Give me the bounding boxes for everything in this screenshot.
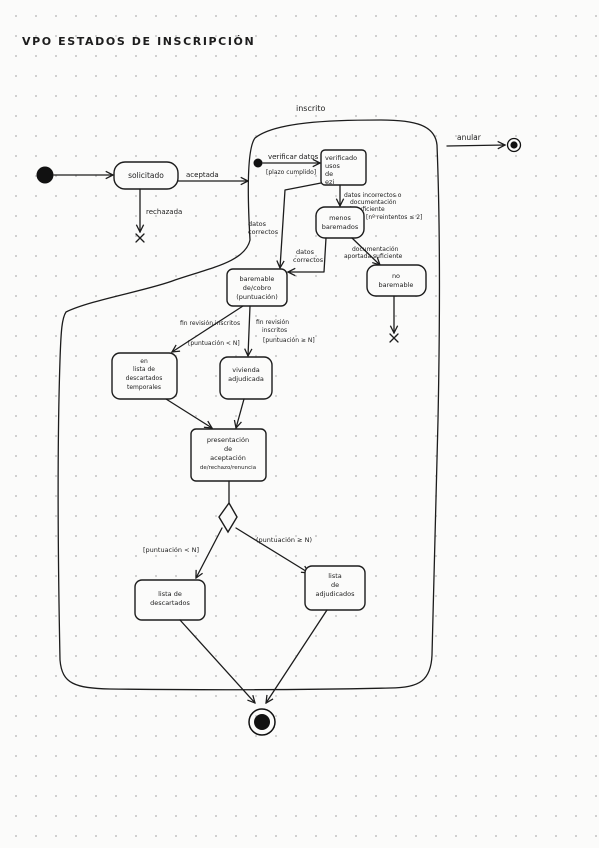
state-lista-descartados-temporales: en lista de descartados temporales xyxy=(111,352,178,400)
label-anular: anular xyxy=(457,133,482,142)
initial-state xyxy=(36,166,54,184)
state-lista-adjudicados: lista de adjudicados xyxy=(304,565,366,611)
state-lista-descartados: lista de descartados xyxy=(134,579,206,621)
transition-anular xyxy=(446,145,505,146)
final-state-anular xyxy=(506,137,522,153)
final-state xyxy=(248,708,276,736)
svg-text:de: de xyxy=(331,581,339,589)
transition-fin-revision-2 xyxy=(248,305,250,356)
label-plazo-cumplido: [plazo cumplido] xyxy=(266,169,316,176)
label-guard-lt-1: [puntuación < N] xyxy=(188,340,240,347)
svg-text:descartados: descartados xyxy=(150,599,190,607)
svg-text:descartados: descartados xyxy=(126,375,163,382)
svg-text:documentación: documentación xyxy=(352,246,399,253)
svg-text:datos: datos xyxy=(296,248,315,256)
transition-to-final-2 xyxy=(266,609,328,703)
state-no-baremable: no baremable xyxy=(366,264,427,297)
svg-text:correctos: correctos xyxy=(293,256,324,264)
svg-text:lista: lista xyxy=(328,572,342,580)
state-verificado: verificado usos de ezi xyxy=(320,149,367,186)
svg-text:aportada suficiente: aportada suficiente xyxy=(344,253,403,260)
state-menos-baremados: menos baremados xyxy=(315,206,365,239)
transition-fin-revision-1 xyxy=(172,305,244,352)
terminate-icon-2 xyxy=(389,333,399,343)
svg-text:insuficiente: insuficiente xyxy=(350,206,385,213)
label-num-reintentos: [nº reintentos ≤ 2] xyxy=(366,214,422,221)
svg-text:de: de xyxy=(224,445,232,453)
transition-datos-correctos-2 xyxy=(288,237,327,272)
svg-text:baremable: baremable xyxy=(240,275,275,283)
svg-text:usos: usos xyxy=(325,162,340,170)
svg-text:de/cobro: de/cobro xyxy=(243,284,272,292)
svg-text:presentación: presentación xyxy=(207,436,249,444)
state-solicitado: solicitado xyxy=(113,161,179,190)
svg-text:adjudicados: adjudicados xyxy=(315,590,355,598)
superstate-label: inscrito xyxy=(296,104,326,113)
svg-text:aceptación: aceptación xyxy=(210,454,246,462)
svg-text:datos incorrectos o: datos incorrectos o xyxy=(344,192,402,199)
svg-text:vivienda: vivienda xyxy=(232,366,260,374)
transition-to-presentacion-2 xyxy=(236,398,245,428)
svg-text:de/rechazo/renuncia: de/rechazo/renuncia xyxy=(200,465,256,471)
label-rechazada: rechazada xyxy=(146,208,182,216)
terminate-icon xyxy=(135,233,145,243)
transition-datos-correctos-1 xyxy=(280,182,322,268)
svg-text:inscritos: inscritos xyxy=(262,327,287,334)
transition-to-final-1 xyxy=(179,619,255,703)
state-solicitado-label: solicitado xyxy=(128,171,164,180)
svg-text:correctos: correctos xyxy=(248,228,279,236)
transition-doc-aportada xyxy=(351,237,380,265)
svg-text:no: no xyxy=(392,272,400,280)
svg-text:de: de xyxy=(325,170,333,178)
svg-text:lista de: lista de xyxy=(158,590,182,598)
state-vivienda-adjudicada: vivienda adjudicada xyxy=(219,356,273,400)
svg-text:lista de: lista de xyxy=(133,366,155,373)
label-verificar-datos: verificar datos xyxy=(268,153,319,161)
label-aceptada: aceptada xyxy=(186,171,219,179)
label-guard-lt-2: [puntuación < N] xyxy=(143,546,199,554)
svg-text:datos: datos xyxy=(248,220,267,228)
inner-initial-state xyxy=(253,158,263,168)
state-presentacion: presentación de aceptación de/rechazo/re… xyxy=(190,428,267,482)
svg-text:fin revisión: fin revisión xyxy=(256,319,289,326)
svg-text:temporales: temporales xyxy=(127,384,161,391)
svg-text:verificado: verificado xyxy=(325,154,357,162)
superstate-inscrito xyxy=(57,119,441,691)
svg-text:adjudicada: adjudicada xyxy=(228,375,264,383)
transition-guard-lt xyxy=(196,527,223,578)
svg-text:baremados: baremados xyxy=(322,223,359,231)
svg-text:(puntuación): (puntuación) xyxy=(236,293,278,301)
svg-text:fin revisión inscritos: fin revisión inscritos xyxy=(180,320,240,327)
diagram-title: VPO ESTADOS DE INSCRIPCIÓN xyxy=(22,35,255,48)
svg-text:ezi: ezi xyxy=(325,178,334,186)
svg-text:baremable: baremable xyxy=(379,281,414,289)
label-guard-ge-2: (puntuación ≥ N) xyxy=(256,536,312,544)
svg-text:documentación: documentación xyxy=(350,199,397,206)
svg-text:menos: menos xyxy=(329,214,351,222)
label-guard-ge-1: [puntuación ≥ N] xyxy=(263,337,315,344)
transition-guard-ge xyxy=(235,527,309,573)
transition-to-presentacion-1 xyxy=(165,398,212,428)
svg-text:en: en xyxy=(140,358,148,365)
decision-node xyxy=(218,501,238,534)
state-baremable: baremable de/cobro (puntuación) xyxy=(226,268,288,307)
